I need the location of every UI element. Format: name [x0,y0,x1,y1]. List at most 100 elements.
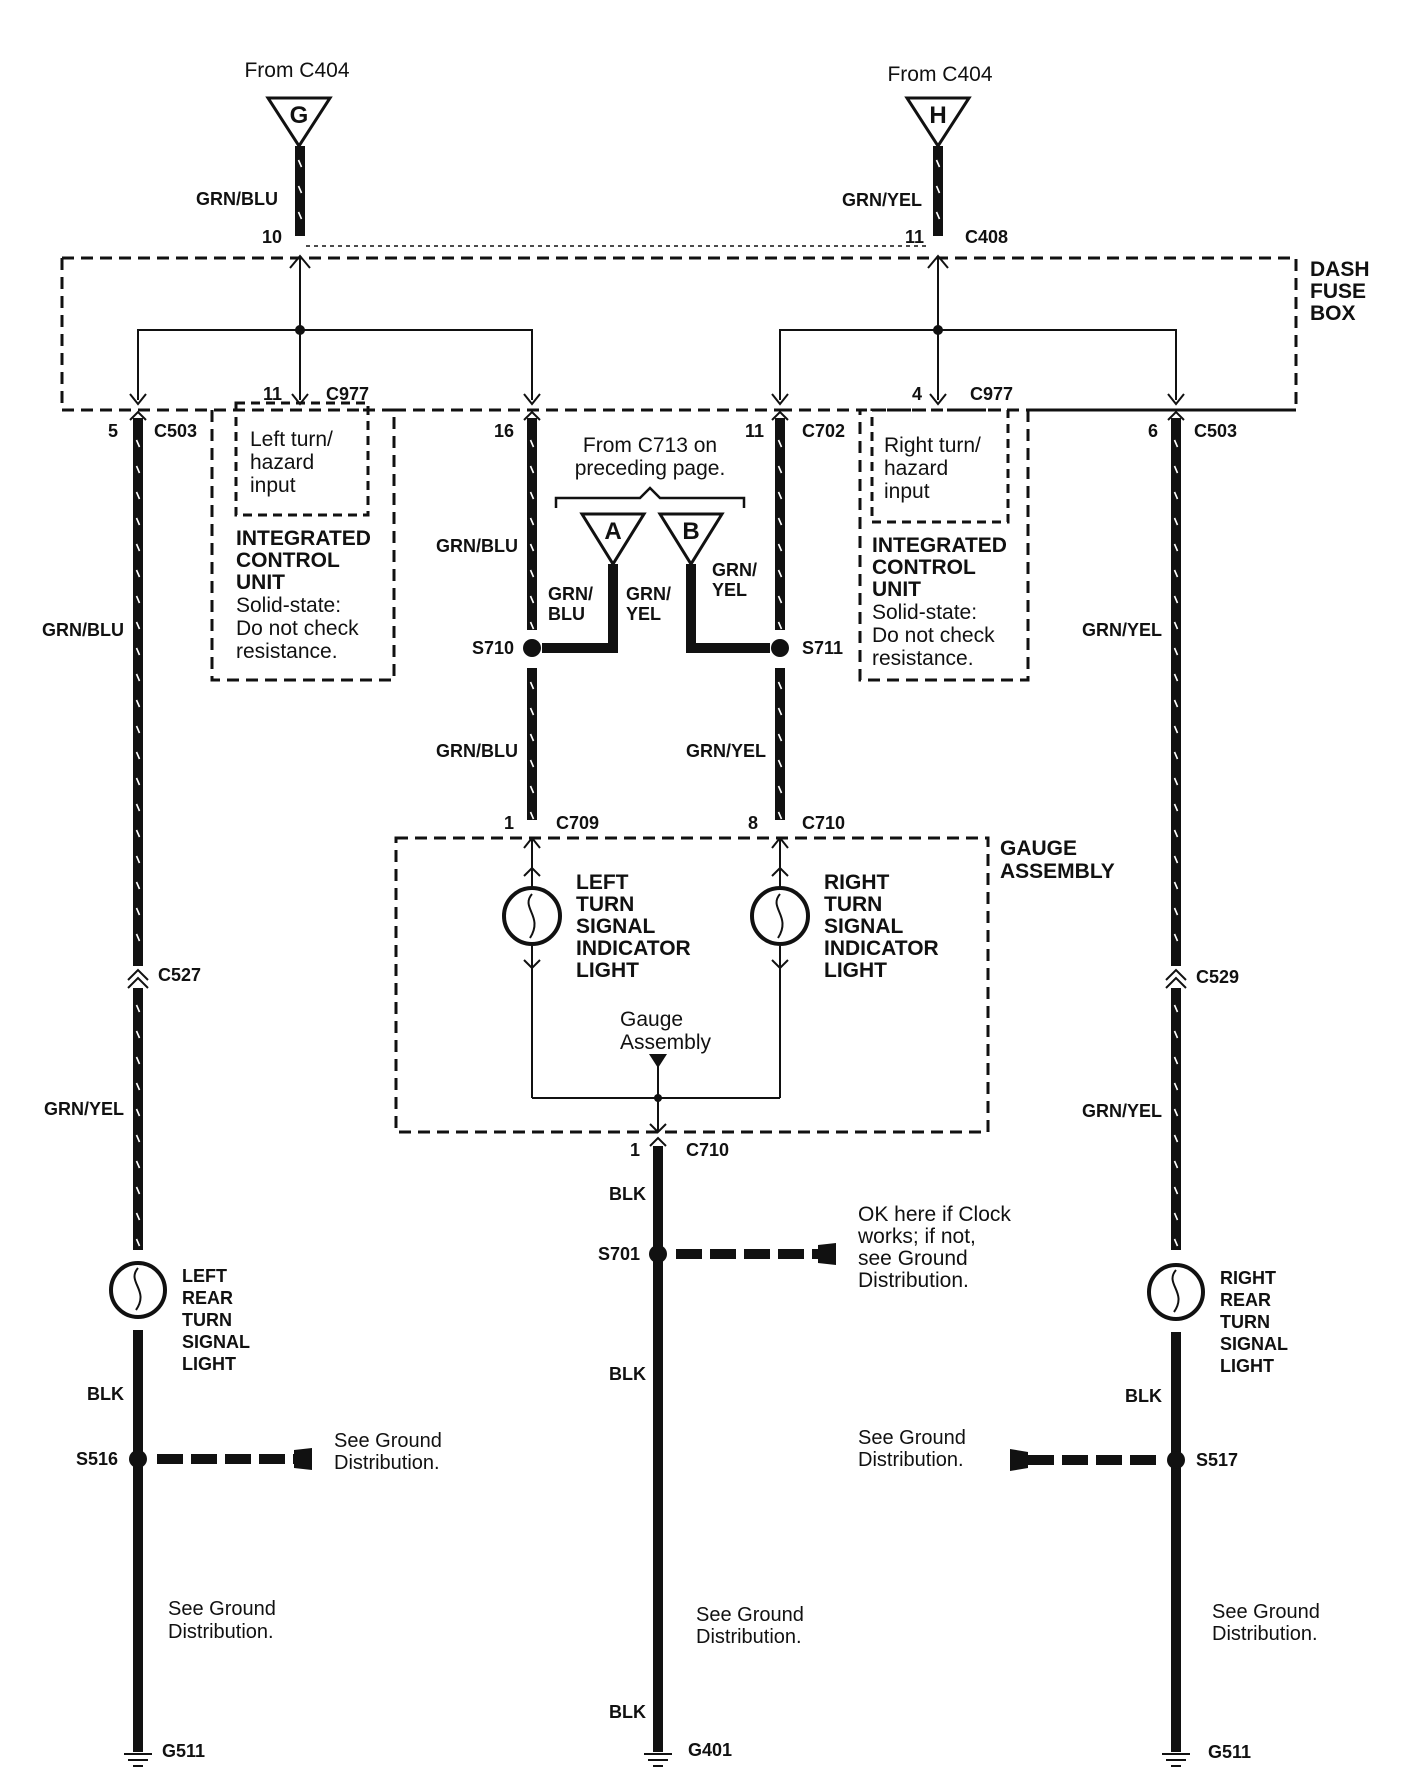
left-indicator-label-2: TURN [576,893,634,916]
connector-c529: C529 [1196,967,1239,987]
left-indicator-label-4: INDICATOR [576,937,691,960]
left-icu-outline [210,408,396,682]
connector-c529-symbol [1165,968,1187,989]
left-indicator-label-5: LIGHT [576,959,639,982]
right-indicator-label-2: TURN [824,893,882,916]
wire-stripe [135,751,141,760]
wire-stripe [135,439,141,448]
wire-stripe [135,1238,141,1247]
wire-label-blk-center-lower: BLK [609,1702,646,1722]
wire-stripe [1173,1004,1179,1013]
left-icu-note-3: resistance. [236,640,338,663]
wire-stripe [135,1056,141,1065]
wire-label-grn-yel-right-upper: GRN/YEL [1082,620,1162,640]
wire-label-blk-right: BLK [1125,1386,1162,1406]
right-input-box [870,408,1010,524]
wire-stripe [529,491,535,500]
wire-stripe [1173,647,1179,656]
right-input-line-1: Right turn/ [884,434,981,457]
wire-stripe [135,881,141,890]
see-ground-center-1: See Ground [696,1604,804,1626]
splice-s711 [771,639,789,657]
right-icu-title-2: CONTROL [872,556,976,579]
wire-stripe [777,517,783,526]
wire-stripe [135,777,141,786]
wire-stripe [1173,699,1179,708]
wire-label-grn-yel-right-lower: GRN/YEL [1082,1101,1162,1121]
left-rear-label-5: LIGHT [182,1354,236,1374]
wire-stripe [1173,881,1179,890]
pin-1-c709: 1 [504,813,514,833]
ground-g511-left: G511 [162,1741,205,1761]
pin-5: 5 [108,421,118,441]
wire-stripe [135,1134,141,1143]
wire-stripe [135,1082,141,1091]
wire-stripe [935,211,941,220]
right-indicator-label-1: RIGHT [824,871,890,894]
left-icu-title-2: CONTROL [236,549,340,572]
clock-ground-arrow [676,1243,836,1265]
wire-stripe [1173,1056,1179,1065]
wire-label-b-yel: YEL [626,604,661,624]
left-icu-title-1: INTEGRATED [236,527,371,550]
wire-stripe [135,855,141,864]
right-indicator-bulb [750,886,810,946]
wire-stripe [529,569,535,578]
wire-stripe [935,185,941,194]
ground-g511-left-symbol [124,1753,152,1767]
see-ground-left-2: Distribution. [334,1452,440,1474]
wire-stripe [1173,829,1179,838]
wire-stripe [529,465,535,474]
wire-stripe [1173,595,1179,604]
pin-8-c710: 8 [748,813,758,833]
see-ground-right-bottom-2: Distribution. [1212,1623,1318,1645]
wire-stripe [935,159,941,168]
wire-stripe [135,595,141,604]
wire-stripe [777,543,783,552]
wire-stripe [135,1108,141,1117]
right-input-line-2: hazard [884,457,948,480]
connector-c710-top: C710 [802,813,845,833]
wire-stripe [297,185,303,194]
connector-c527: C527 [158,965,201,985]
wire-label-blk-center-mid: BLK [609,1364,646,1384]
wire-stripe [1173,1108,1179,1117]
triangle-a: A [579,512,647,567]
wire-stripe [1173,1212,1179,1221]
dash-fuse-box-label-1: DASH [1310,258,1370,281]
triangle-g: G [265,96,333,149]
right-rear-bulb [1147,1263,1205,1321]
right-icu-outline [858,408,1030,682]
right-indicator-label-4: INDICATOR [824,937,939,960]
wire-stripe [135,699,141,708]
right-icu-title-3: UNIT [872,578,921,601]
ground-g511-right: G511 [1208,1742,1251,1762]
wire-label-yel-right: YEL [712,580,747,600]
gauge-internal-wiring [523,836,789,1134]
wire-stripe [1173,491,1179,500]
pin-11-c408: 11 [905,227,924,247]
splice-s517 [1167,1451,1185,1469]
wire-stripe [1173,1186,1179,1195]
right-icu-note-3: resistance. [872,647,974,670]
wire-stripe [297,159,303,168]
wire-label-grn-yel-center-lower: GRN/YEL [686,741,766,761]
left-icu-note-1: Solid-state: [236,594,341,617]
see-ground-left-bottom-2: Distribution. [168,1621,274,1643]
gauge-assembly-label-2: ASSEMBLY [1000,860,1115,883]
splice-s710-label: S710 [472,638,514,658]
wire-stripe [1173,777,1179,786]
right-indicator-label-5: LIGHT [824,959,887,982]
connector-c709: C709 [556,813,599,833]
wire-label-grn-blu-center-upper: GRN/BLU [436,536,518,556]
clock-note-4: Distribution. [858,1269,969,1292]
gauge-ground-label-1: Gauge [620,1008,683,1031]
svg-text:H: H [929,102,946,129]
right-rear-label-2: REAR [1220,1290,1271,1310]
dash-fuse-box-label-2: FUSE [1310,280,1366,303]
pin-16: 16 [494,421,514,441]
triangle-h: H [904,96,972,149]
left-input-line-1: Left turn/ [250,428,333,451]
wire-stripe [1173,569,1179,578]
